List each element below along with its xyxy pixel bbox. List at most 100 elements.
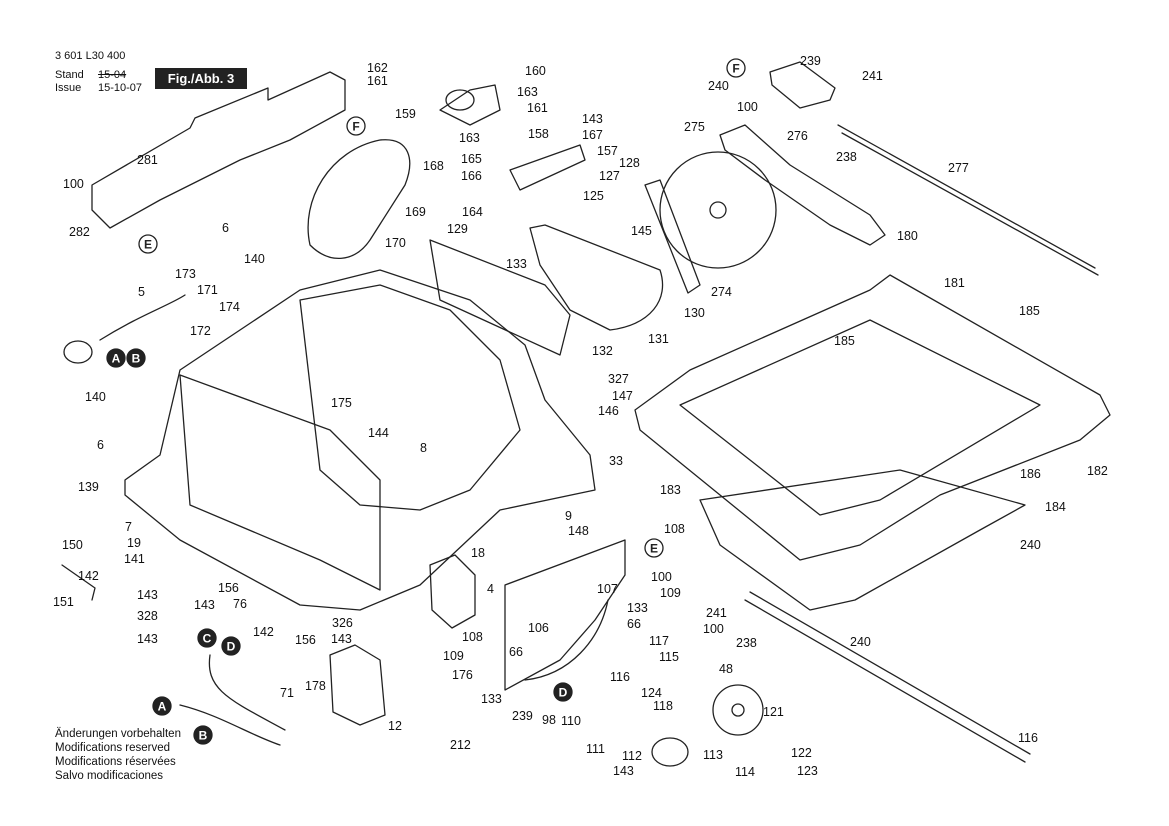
part-number-label: 176 [452,668,473,682]
part-number-label: 161 [367,74,388,88]
part-number-label: 165 [461,152,482,166]
part-number-label: 115 [659,650,679,664]
part-number-label: 171 [197,283,218,297]
part-number-label: 239 [512,709,533,723]
part-number-label: 6 [222,221,229,235]
part-number-label: 133 [506,257,527,271]
issue-label: Issue [55,82,82,94]
part-number-label: 276 [787,129,808,143]
part-number-label: 8 [420,441,427,455]
note-fr: Modifications réservées [55,756,176,768]
part-114-knob [651,737,689,767]
part-5-cord [99,294,186,341]
part-106-plate [504,539,626,691]
part-180-table [634,274,1111,561]
part-number-label: 143 [331,632,352,646]
part-number-label: 212 [450,738,471,752]
part-number-label: 116 [1018,731,1038,745]
part-139-front-panel [179,374,381,591]
part-number-label: 156 [218,581,239,595]
part-number-label: 241 [706,606,727,620]
part-number-label: 173 [175,267,196,281]
part-number-label: 146 [598,404,619,418]
part-number-label: 107 [597,582,618,596]
part-275-saw-blade [659,151,777,269]
part-238-rod-lower [744,599,1026,763]
part-number-label: 100 [703,622,724,636]
part-number-label: 182 [1087,464,1108,478]
part-number-label: 140 [244,252,265,266]
part-178-cover [329,644,386,726]
part-number-label: 163 [517,85,538,99]
part-number-label: 100 [63,177,84,191]
part-number-label: 131 [648,332,669,346]
part-number-label: 5 [138,285,145,299]
part-number-label: 139 [78,480,99,494]
part-106-arc [524,599,609,681]
connection-marker-d: D [221,636,241,656]
part-number-label: 66 [509,645,523,659]
part-number-label: 108 [462,630,483,644]
part-number-label: 133 [481,692,502,706]
part-number-label: 109 [443,649,464,663]
part-number-label: 240 [850,635,871,649]
part-number-label: 98 [542,713,556,727]
part-number-label: 9 [565,509,572,523]
part-number-label: 127 [599,169,620,183]
part-129-bracket [429,239,571,356]
modification-notes: Änderungen vorbehalten Modifications res… [55,727,181,783]
part-number-label: 186 [1020,467,1041,481]
part-number-label: 241 [862,69,883,83]
svg-text:A: A [158,700,167,714]
part-number-label: 163 [459,131,480,145]
connection-marker-b: B [126,348,146,368]
part-239-rail-upper [769,61,836,109]
part-number-label: 111 [586,742,605,756]
connection-marker-e: E [644,538,664,558]
part-180-table-inner [679,319,1041,516]
connection-marker-f: F [346,116,366,136]
part-number-label: 117 [649,634,669,648]
part-number-label: 100 [737,100,758,114]
part-number-label: 180 [897,229,918,243]
part-number-label: 112 [622,749,642,763]
part-number-label: 118 [653,699,673,713]
part-275-saw-blade-hub [709,201,727,219]
svg-text:E: E [144,238,152,252]
svg-text:C: C [203,632,212,646]
connection-marker-a: A [152,696,172,716]
part-number-label: 327 [608,372,629,386]
part-number-label: 282 [69,225,90,239]
part-number-label: 121 [763,705,784,719]
part-number-label: 175 [331,396,352,410]
svg-text:B: B [199,729,208,743]
part-number-label: 19 [127,536,141,550]
part-number-label: 123 [797,764,818,778]
part-number-label: 133 [627,601,648,615]
part-number-label: 145 [631,224,652,238]
connection-marker-a: A [106,348,126,368]
part-number-label: 183 [660,483,681,497]
part-number-label: 132 [592,344,613,358]
part-number-label: 178 [305,679,326,693]
part-number-label: 167 [582,128,603,142]
connection-marker-b: B [193,725,213,745]
part-number-label: 169 [405,205,426,219]
part-number-label: 108 [664,522,685,536]
part-number-label: 130 [684,306,705,320]
part-number-label: 174 [219,300,240,314]
part-number-label: 100 [651,570,672,584]
part-number-label: 124 [641,686,662,700]
part-number-label: 147 [612,389,633,403]
stand-label: Stand [55,69,84,81]
part-number-label: 240 [1020,538,1041,552]
svg-text:D: D [227,640,236,654]
part-number-label: 143 [137,588,158,602]
part-number-label: 140 [85,390,106,404]
part-4-switch [429,554,476,629]
connection-marker-c: C [197,628,217,648]
part-number-label: 12 [388,719,402,733]
part-number-label: 166 [461,169,482,183]
connection-marker-d: D [553,682,573,702]
note-es: Salvo modificaciones [55,770,164,782]
